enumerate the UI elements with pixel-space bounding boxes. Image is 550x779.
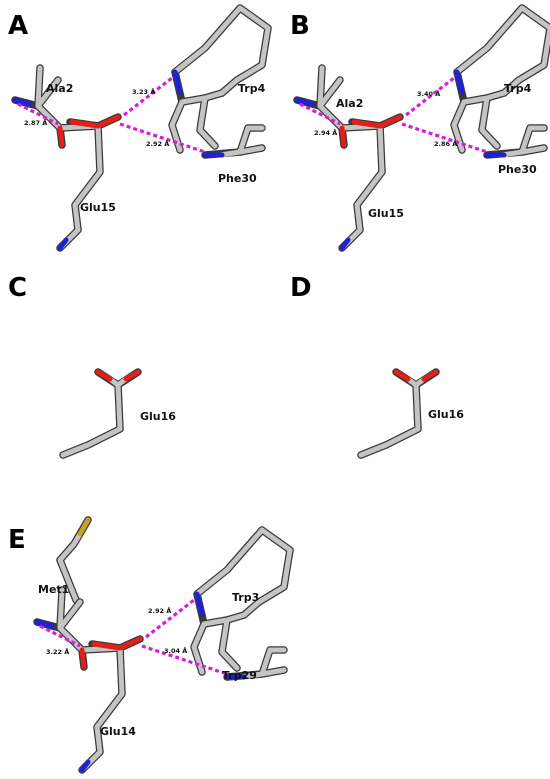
molecule-structure [15,8,268,248]
residue-label: Trp4 [238,82,266,95]
residue-label: Glu15 [80,201,116,214]
molecule-structure [63,372,138,455]
residue-label: Ala2 [46,82,73,95]
residue-label: Trp4 [504,82,532,95]
distance-label: 2.92 Å [148,606,171,615]
panel-letter: B [290,11,310,41]
residue-label: Phe30 [218,172,257,185]
residue-label: Ala2 [336,97,363,110]
panel-b: B Ala2 Trp4 Phe30 Glu15 2.94 Å 3.40 Å 2.… [290,8,550,248]
distance-label: 3.04 Å [164,646,187,655]
distance-label: 3.22 Å [46,647,69,656]
residue-label: Phe30 [498,163,537,176]
molecule-structure [297,8,550,248]
panel-c: C Glu16 [8,273,176,455]
distance-label: 2.94 Å [314,128,337,137]
distance-label: 2.92 Å [146,139,169,148]
panel-d: D Glu16 [290,273,464,455]
residue-label: Met1 [38,583,69,596]
molecule-structure [361,372,436,455]
panel-e: E Met1 Trp3 Trp29 Glu14 3.22 Å 2.92 Å 3.… [8,516,290,770]
panel-letter: E [8,525,26,555]
distance-label: 2.87 Å [24,118,47,127]
panel-a: A Ala2 Trp4 Phe30 Glu15 2.87 Å 3.23 Å 2.… [8,8,268,248]
residue-label: Trp29 [222,669,257,682]
panel-letter: A [8,11,28,41]
distance-label: 2.86 Å [434,139,457,148]
residue-label: Glu16 [140,410,176,423]
residue-label: Trp3 [232,591,259,604]
distance-label: 3.23 Å [132,87,155,96]
residue-label: Glu16 [428,408,464,421]
panel-letter: C [8,273,27,303]
panel-letter: D [290,273,312,303]
residue-label: Glu14 [100,725,136,738]
residue-label: Glu15 [368,207,404,220]
distance-label: 3.40 Å [417,89,440,98]
